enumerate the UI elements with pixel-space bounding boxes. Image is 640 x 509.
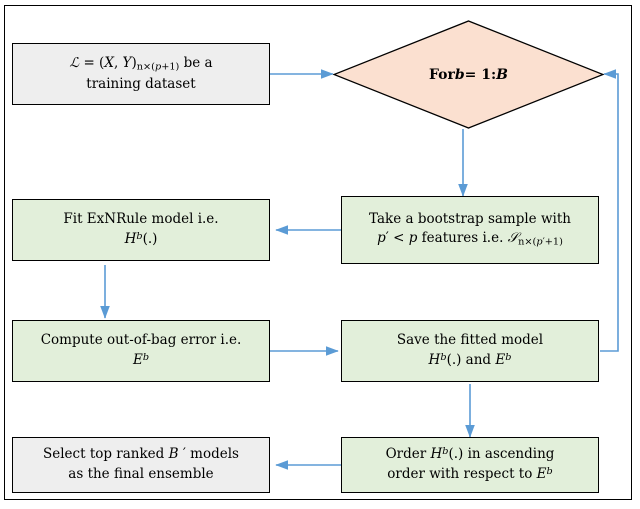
for-loop-decision: For b = 1: B [333,20,604,129]
order-models-node: Order Hb(.) in ascending order with resp… [341,437,599,493]
save-line-1: Save the fitted model [396,332,544,349]
order-line-1: Order Hb(.) in ascending [385,446,555,463]
fit-line-1: Fit ExNRule model i.e. [63,211,219,228]
compute-oob-error-node: Compute out-of-bag error i.e. Eb [12,320,270,382]
select-line-1: Select top ranked B ′ models [43,446,239,463]
bootstrap-line-1: Take a bootstrap sample with [369,210,571,227]
order-line-2: order with respect to Eb [387,466,553,483]
oob-line-2: Eb [132,351,150,369]
bootstrap-line-2: p′ < p features i.e. 𝒮n×(p′+1) [377,230,563,249]
training-dataset-node: ℒ = (X, Y)n×(p+1) be a training dataset [12,43,270,105]
fit-exnrule-model-node: Fit ExNRule model i.e. Hb(.) [12,199,270,261]
fit-line-2: Hb(.) [124,230,158,248]
bootstrap-sample-node: Take a bootstrap sample with p′ < p feat… [341,196,599,264]
select-line-2: as the final ensemble [68,466,214,482]
select-top-ranked-node: Select top ranked B ′ models as the fina… [12,437,270,493]
oob-line-1: Compute out-of-bag error i.e. [40,332,242,349]
save-fitted-model-node: Save the fitted model Hb(.) and Eb [341,320,599,382]
training-dataset-line-1: ℒ = (X, Y)n×(p+1) be a [69,54,213,73]
training-dataset-line-2: training dataset [86,75,196,92]
save-line-2: Hb(.) and Eb [428,351,512,369]
for-loop-label: For b = 1: B [428,66,509,83]
diamond-shape [333,20,604,129]
